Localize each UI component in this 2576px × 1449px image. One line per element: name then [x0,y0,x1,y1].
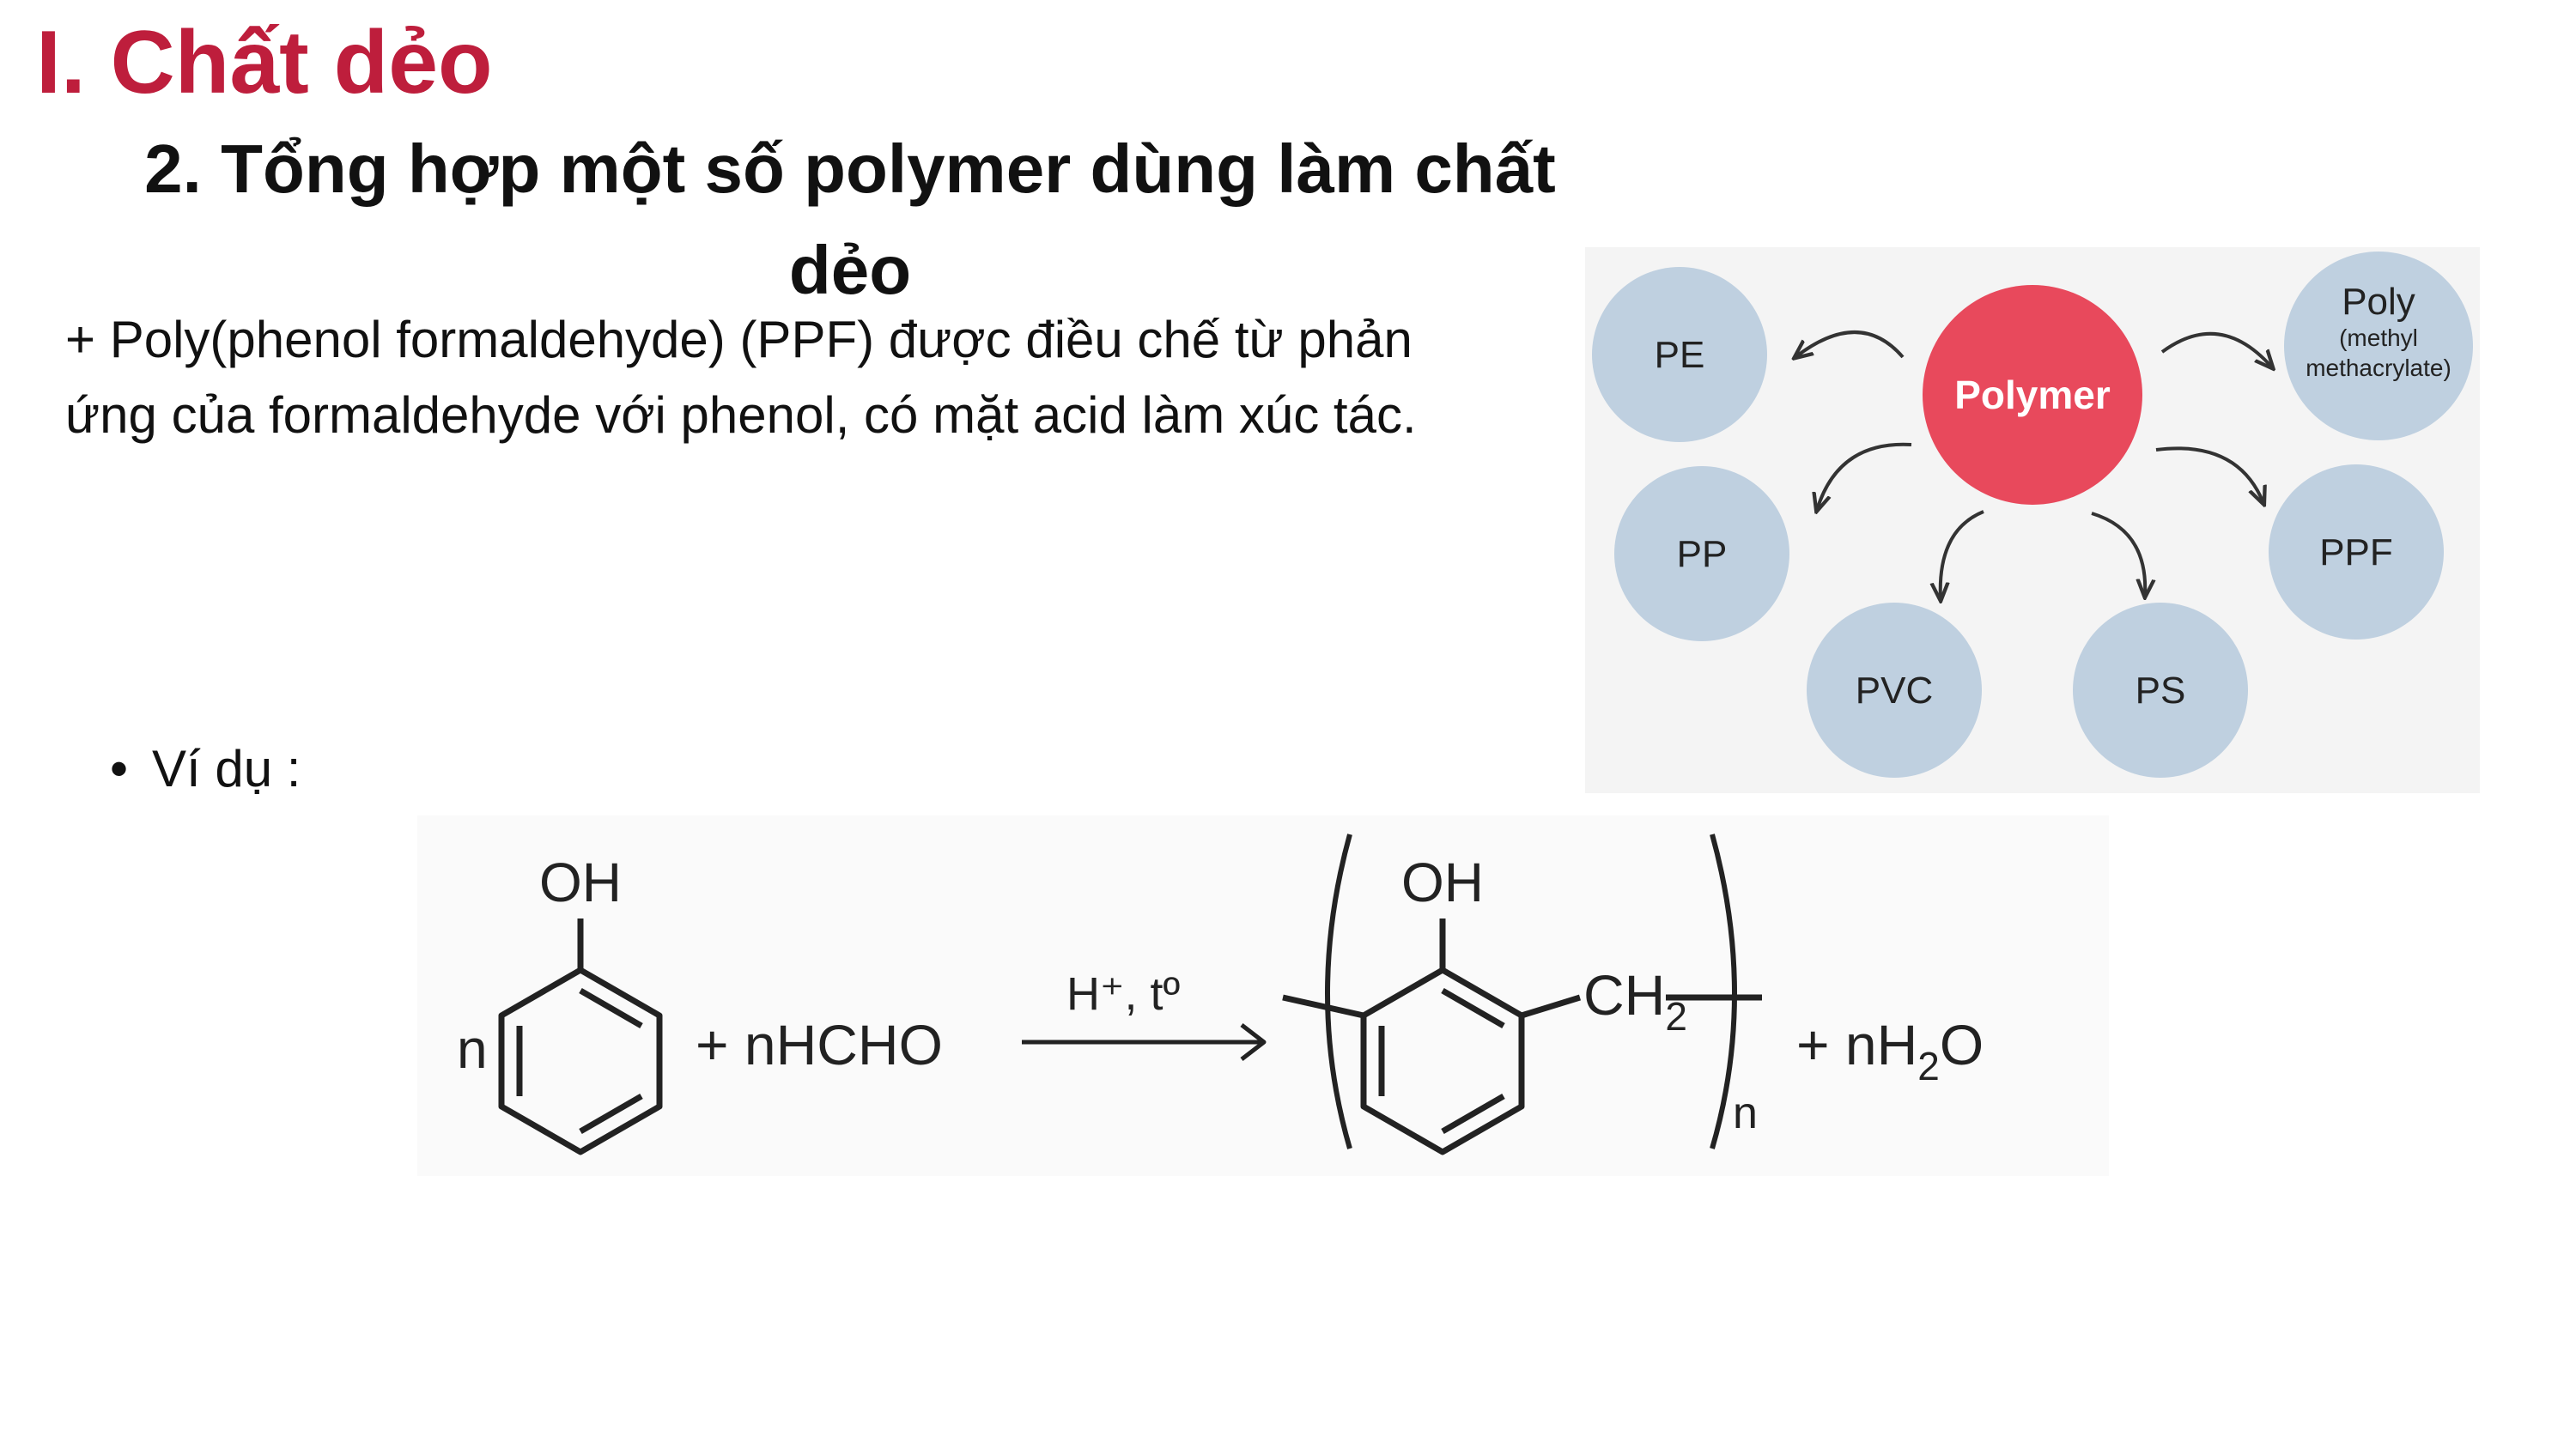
example-label: Ví dụ : [152,740,301,797]
product-ring [1360,967,1525,1155]
formaldehyde-reagent: + nHCHO [696,1013,943,1076]
ps-label: PS [2136,670,2186,712]
arrow-to-ppf [2155,446,2263,503]
repeat-unit-n: n [1733,1088,1758,1138]
pmma-label-line3: methacrylate) [2306,355,2451,381]
phenol-double-bond-1 [579,987,643,1029]
water-product-subscript: 2 [1917,1044,1940,1088]
arrow-to-pmma [2160,331,2272,367]
arrow-to-pp [1817,442,1912,510]
section-heading: 2. Tổng hợp một số polymer dùng làm chất… [144,130,1556,308]
pp-node [1614,466,1789,641]
pe-node [1592,267,1767,442]
slide-title: I. Chất dẻo [36,13,493,112]
arrow-to-ps [2091,512,2145,596]
phenol-double-bond-2 [579,1093,643,1135]
ppf-node [2269,464,2444,640]
pvc-node [1807,603,1982,778]
ch2-group-subscript: 2 [1665,994,1687,1039]
pmma-label-line1: Poly [2342,281,2415,323]
pp-label: PP [1677,533,1728,575]
repeat-bracket-right [1710,834,1737,1149]
ch2-group: CH2 [1583,963,1687,1039]
phenol-ring [498,967,663,1155]
polymer-types-diagram: Polymer PE Poly (methyl methacrylate) PP… [1585,247,2480,793]
polymer-center-label: Polymer [1954,373,2111,417]
pmma-node [2284,252,2473,440]
example-bullet: • Ví dụ : [110,731,301,807]
polymer-center-node [1923,285,2142,505]
ppf-reaction-scheme: n OH + nHCHO H⁺, tº OH CH2 n + nH2O [417,815,2109,1176]
pvc-label: PVC [1856,670,1933,712]
reaction-arrow-head [1240,1023,1267,1061]
description-paragraph: + Poly(phenol formaldehyde) (PPF) được đ… [65,311,1417,444]
ps-node [2073,603,2248,778]
water-product: + nH2O [1796,1013,1984,1088]
product-double-bond-2 [1441,1093,1505,1135]
product-oh-label: OH [1401,852,1484,913]
phenol-oh-label: OH [539,852,622,913]
water-product-prefix: + nH [1796,1013,1917,1076]
water-product-suffix: O [1940,1013,1984,1076]
phenol-coefficient: n [457,1018,488,1080]
ppf-label: PPF [2319,531,2393,573]
arrow-to-pe [1795,330,1905,357]
bullet-dot: • [110,740,129,797]
arrow-to-pvc [1941,510,1984,599]
product-left-chain-bond [1282,994,1364,1019]
ch2-group-ch: CH [1583,963,1665,1027]
product-double-bond-1 [1441,987,1505,1029]
product-ch2-bond [1520,994,1582,1019]
reaction-condition: H⁺, tº [1066,968,1181,1020]
pmma-label-line2: (methyl [2339,324,2418,351]
pe-label: PE [1655,334,1705,376]
diagram-arrows [1795,330,2272,599]
repeat-bracket-left [1325,834,1352,1149]
